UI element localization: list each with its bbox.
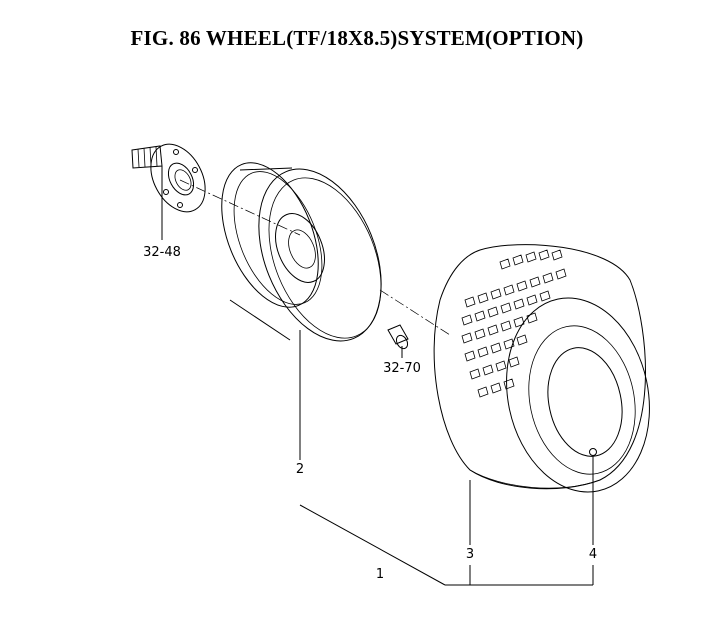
figure-title: FIG. 86 WHEEL(TF/18X8.5)SYSTEM(OPTION) — [130, 26, 584, 50]
callout-32-70: 32-70 — [383, 361, 421, 376]
tire — [433, 244, 650, 545]
callout-4: 4 — [589, 547, 597, 562]
callout-32-48: 32-48 — [143, 245, 181, 260]
callout-1: 1 — [376, 567, 384, 582]
tread-pattern — [461, 249, 567, 398]
center-axis-line — [179, 179, 451, 336]
axle-hub — [131, 143, 206, 240]
lug-nut — [387, 324, 409, 358]
valve — [589, 448, 597, 545]
rim — [221, 162, 382, 460]
callout-3: 3 — [466, 547, 474, 562]
assembly-leader-lines — [299, 504, 594, 586]
callout-2: 2 — [296, 462, 304, 477]
